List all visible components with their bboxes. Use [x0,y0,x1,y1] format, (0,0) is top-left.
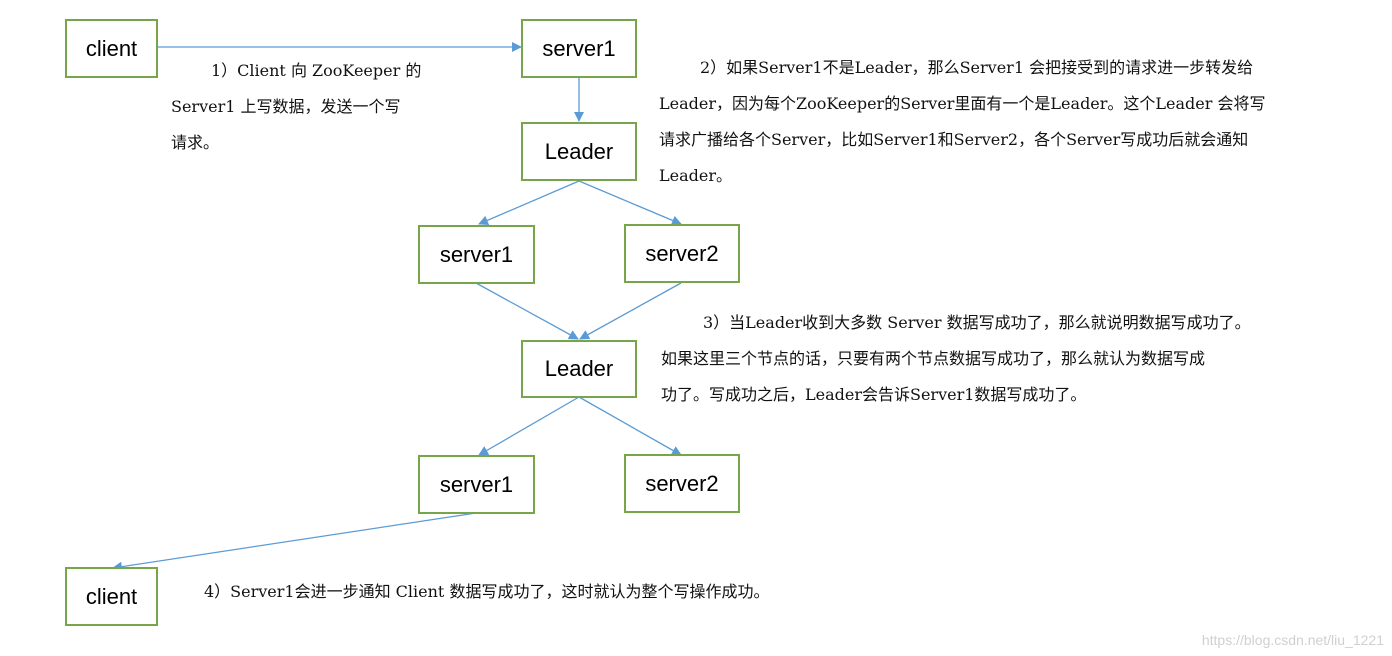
step2-note: 2）如果Server1不是Leader，那么Server1 会把接受到的请求进一… [659,50,1266,194]
step2-line2: Leader，因为每个ZooKeeper的Server里面有一个是Leader。… [659,94,1266,113]
step1-line3: 请求。 [171,133,220,152]
leader-node-first: Leader [521,122,637,181]
step2-line4: Leader。 [659,166,732,185]
step3-line1: 3）当Leader收到大多数 Server 数据写成功了，那么就说明数据写成功了… [703,313,1251,332]
arrow-server2-to-leader2 [579,282,682,340]
server2-node-mid: server2 [624,224,740,283]
step3-note: 3）当Leader收到大多数 Server 数据写成功了，那么就说明数据写成功了… [661,305,1251,413]
step2-line3: 请求广播给各个Server，比如Server1和Server2，各个Server… [659,130,1249,149]
server2-node-bottom: server2 [624,454,740,513]
step3-line3: 功了。写成功之后，Leader会告诉Server1数据写成功了。 [661,385,1087,404]
leader-node-second: Leader [521,340,637,398]
arrow-server1-to-leader2 [475,282,579,340]
step4-note: 4）Server1会进一步通知 Client 数据写成功了，这时就认为整个写操作… [204,574,769,610]
arrow-leader-to-server2 [578,180,682,226]
step1-line2: Server1 上写数据，发送一个写 [171,97,401,116]
arrow-leader2-to-server1 [478,396,580,456]
arrow-leader-to-server1 [478,180,580,226]
watermark-url: https://blog.csdn.net/liu_1221 [1201,632,1384,648]
step2-line1: 2）如果Server1不是Leader，那么Server1 会把接受到的请求进一… [700,58,1254,77]
server1-node-top: server1 [521,19,637,78]
server1-node-bottom: server1 [418,455,535,514]
arrow-server1-to-client [112,512,477,572]
client-node-bottom: client [65,567,158,626]
step1-note: 1）Client 向 ZooKeeper 的 Server1 上写数据，发送一个… [171,53,421,161]
client-node-top: client [65,19,158,78]
server1-node-mid: server1 [418,225,535,284]
step4-line1: 4）Server1会进一步通知 Client 数据写成功了，这时就认为整个写操作… [204,582,770,601]
arrow-leader2-to-server2 [578,396,682,456]
step1-line1: 1）Client 向 ZooKeeper 的 [211,61,422,80]
step3-line2: 如果这里三个节点的话，只要有两个节点数据写成功了，那么就认为数据写成 [661,349,1206,368]
